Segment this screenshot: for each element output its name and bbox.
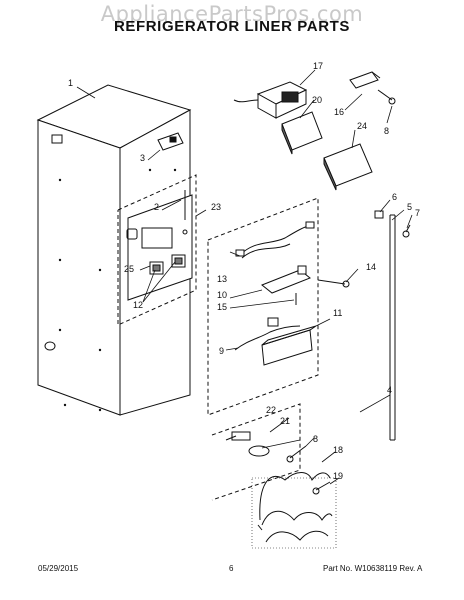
control-panel xyxy=(126,190,193,301)
callout-12: 12 xyxy=(133,300,143,310)
part-6-clip xyxy=(374,210,384,219)
part-10-damper xyxy=(261,265,311,305)
part-3-control xyxy=(157,132,184,151)
part-20-cover xyxy=(281,111,323,155)
callout-6: 6 xyxy=(392,192,397,202)
footer-date: 05/29/2015 xyxy=(38,564,79,573)
callout-14: 14 xyxy=(366,262,376,272)
part-5-rail xyxy=(389,214,396,441)
callout-4: 4 xyxy=(387,385,392,395)
callout-21: 21 xyxy=(280,416,290,426)
callout-17: 17 xyxy=(313,61,323,71)
footer-page-number: 6 xyxy=(229,564,234,573)
footer-part-number: Part No. W10638119 Rev. A xyxy=(323,564,423,573)
callout-16: 16 xyxy=(334,107,344,117)
callout-3: 3 xyxy=(140,153,145,163)
callout-18: 18 xyxy=(333,445,343,455)
part-24-cover xyxy=(323,143,373,191)
callout-9: 9 xyxy=(219,346,224,356)
part-9-harness xyxy=(234,317,301,351)
part-17-light xyxy=(233,81,308,119)
callout-20: 20 xyxy=(312,95,322,105)
callout-25: 25 xyxy=(124,264,134,274)
part-16-bracket xyxy=(349,71,381,89)
part-13-wire-harness xyxy=(235,221,315,259)
callout-7: 7 xyxy=(415,208,420,218)
callout-22: 22 xyxy=(266,405,276,415)
callout-1: 1 xyxy=(68,78,73,88)
callout-labels: 1 3 2 23 25 12 13 10 15 9 11 14 17 20 16… xyxy=(68,61,420,481)
callout-10: 10 xyxy=(217,290,227,300)
callout-23: 23 xyxy=(211,202,221,212)
part-7-screw xyxy=(402,224,411,238)
callout-13: 13 xyxy=(217,274,227,284)
callout-5: 5 xyxy=(407,202,412,212)
part-19-screw xyxy=(312,481,331,495)
diagram-title: REFRIGERATOR LINER PARTS xyxy=(113,18,351,35)
callout-24: 24 xyxy=(357,121,367,131)
part-8-screw-upper xyxy=(377,89,396,105)
callout-8-lower: 8 xyxy=(313,434,318,444)
part-18-heater xyxy=(251,472,337,549)
watermark: AppliancePartsPros.com xyxy=(100,2,364,26)
callout-11: 11 xyxy=(333,308,342,318)
callout-19: 19 xyxy=(333,471,343,481)
callout-15: 15 xyxy=(217,302,227,312)
part-8-screw-lower xyxy=(286,445,307,463)
callout-8-upper: 8 xyxy=(384,126,389,136)
part-14-screw xyxy=(317,279,350,288)
callout-2: 2 xyxy=(154,202,159,212)
part-21-22-sensor xyxy=(225,431,270,457)
